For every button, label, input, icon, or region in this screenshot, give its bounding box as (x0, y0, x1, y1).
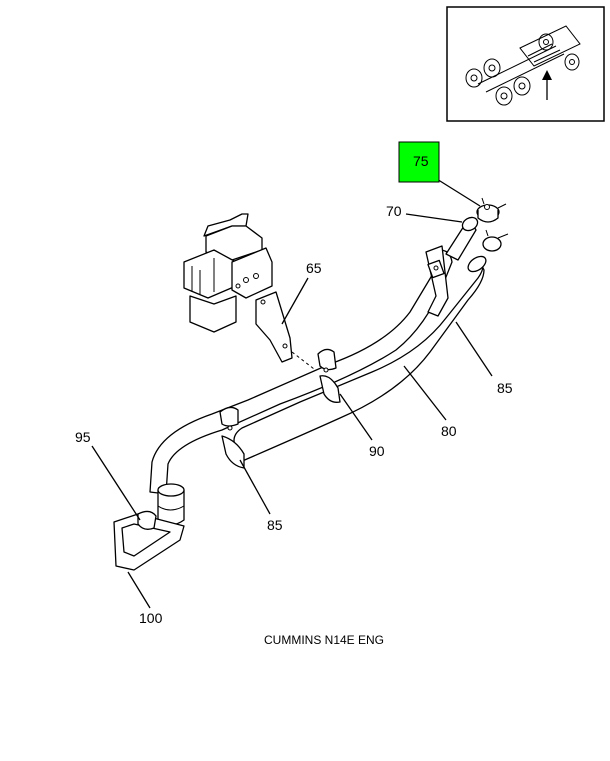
callout-90[interactable]: 90 (369, 443, 385, 459)
locator-inset (446, 6, 605, 122)
fitting-70 (445, 216, 479, 261)
location-arrow-icon (542, 70, 552, 100)
cap-75 (476, 197, 509, 252)
callout-65[interactable]: 65 (306, 260, 322, 276)
highlight-box (398, 141, 440, 183)
callout-85-lower[interactable]: 85 (267, 517, 283, 533)
diagram-caption: CUMMINS N14E ENG (264, 633, 384, 647)
clamp-middle (317, 348, 341, 403)
engine-bracket-assembly (183, 213, 273, 333)
mounting-bracket (255, 291, 319, 373)
elbow-connector (157, 483, 185, 526)
callout-100[interactable]: 100 (139, 610, 163, 626)
callout-80[interactable]: 80 (441, 423, 457, 439)
mounting-flange (113, 510, 185, 571)
clamp-upper (425, 245, 449, 317)
leader-lines (91, 175, 493, 609)
callout-85-upper[interactable]: 85 (497, 380, 513, 396)
callout-70[interactable]: 70 (386, 203, 402, 219)
truck-chassis-icon (465, 25, 581, 106)
callout-95[interactable]: 95 (75, 429, 91, 445)
callout-75[interactable]: 75 (413, 153, 429, 169)
callout-75-highlight[interactable]: 75 (398, 141, 440, 183)
